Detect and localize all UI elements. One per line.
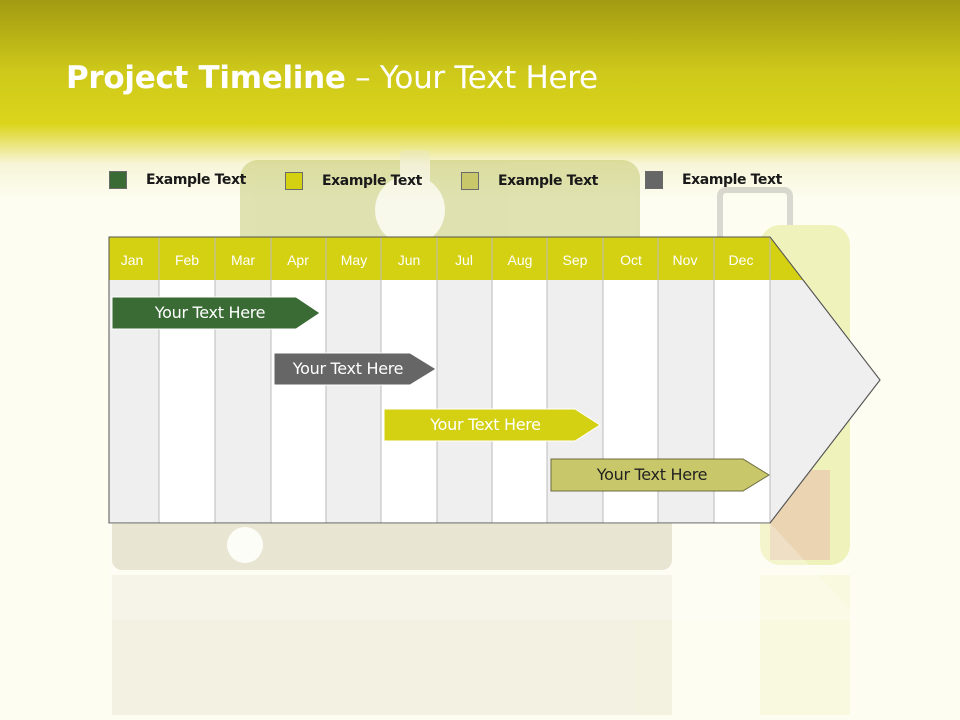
month-header-band bbox=[109, 237, 803, 280]
column-jun bbox=[381, 280, 437, 523]
month-label-may: May bbox=[340, 252, 368, 268]
month-label-jun: Jun bbox=[397, 252, 421, 268]
grid-lines bbox=[158, 237, 771, 523]
legend-label-4: Example Text bbox=[682, 172, 782, 188]
task-bar-4 bbox=[550, 458, 770, 492]
month-label-jul: Jul bbox=[455, 252, 473, 268]
task-bar-3 bbox=[383, 408, 601, 442]
legend-swatch-3 bbox=[461, 172, 479, 190]
page-title: Project Timeline – Your Text Here bbox=[66, 60, 598, 96]
task-bar-4-label: Your Text Here bbox=[596, 465, 708, 484]
month-label-feb: Feb bbox=[174, 252, 200, 268]
column-jul bbox=[437, 280, 492, 523]
task-bar-2-label: Your Text Here bbox=[292, 359, 404, 378]
task-bar-2 bbox=[273, 352, 437, 386]
month-label-sep: Sep bbox=[562, 252, 588, 268]
task-bar-1-label: Your Text Here bbox=[154, 303, 266, 322]
title-rest: – Your Text Here bbox=[345, 60, 598, 96]
task-bar-3-label: Your Text Here bbox=[430, 415, 541, 434]
legend-label-2: Example Text bbox=[322, 173, 422, 189]
column-may bbox=[326, 280, 381, 523]
header-band bbox=[0, 0, 960, 200]
month-label-nov: Nov bbox=[672, 252, 698, 268]
month-label-aug: Aug bbox=[507, 252, 533, 268]
legend-swatch-4 bbox=[645, 171, 663, 189]
month-label-oct: Oct bbox=[620, 252, 642, 268]
month-label-mar: Mar bbox=[230, 252, 256, 268]
column-aug bbox=[492, 280, 547, 523]
task-bar-1 bbox=[111, 296, 321, 330]
title-bold: Project Timeline bbox=[66, 60, 346, 96]
month-label-jan: Jan bbox=[120, 252, 144, 268]
legend-swatch-2 bbox=[285, 172, 303, 190]
timeline-arrow-outline bbox=[108, 236, 881, 524]
month-label-dec: Dec bbox=[728, 252, 754, 268]
legend-swatch-1 bbox=[109, 171, 127, 189]
legend-label-1: Example Text bbox=[146, 172, 246, 188]
arrow-reflection bbox=[109, 523, 860, 620]
month-label-apr: Apr bbox=[287, 252, 309, 268]
legend-label-3: Example Text bbox=[498, 173, 598, 189]
